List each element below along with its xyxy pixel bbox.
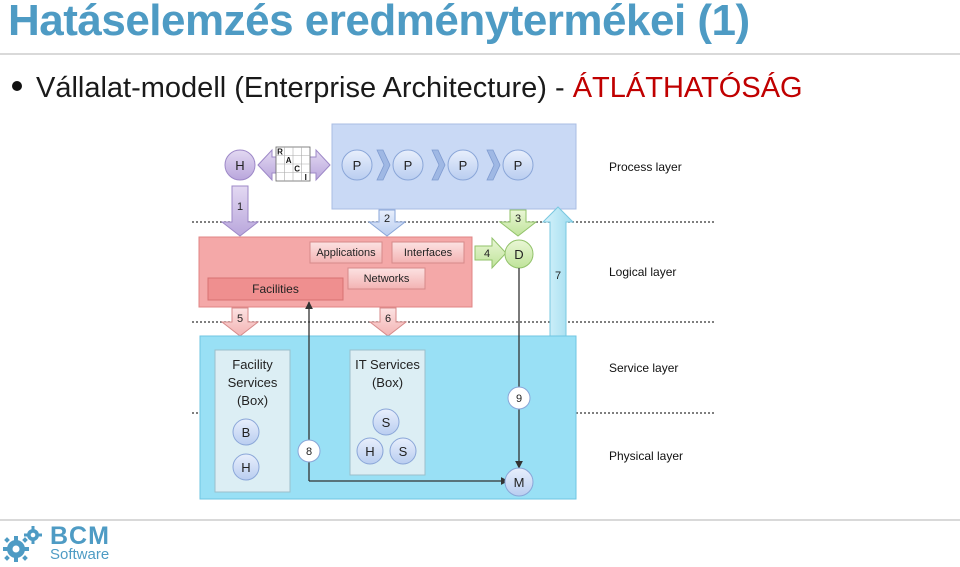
svg-text:S: S [399, 444, 408, 459]
footer-divider [0, 519, 960, 521]
process-p2-node: P [392, 149, 424, 181]
physical-layer-label: Physical layer [609, 449, 683, 463]
process-p4-node: P [502, 149, 534, 181]
svg-text:R: R [277, 148, 283, 157]
svg-text:Facility: Facility [232, 357, 273, 372]
title-divider [0, 53, 960, 55]
service-s-top-node: S [372, 408, 400, 436]
svg-text:B: B [242, 425, 251, 440]
svg-text:Networks: Networks [364, 273, 410, 285]
svg-text:P: P [404, 158, 413, 173]
service-m-node: M [504, 467, 534, 497]
arrow-1: 1 [220, 185, 260, 237]
arrow-4: 4 [474, 236, 507, 270]
svg-text:C: C [294, 165, 300, 174]
svg-text:3: 3 [515, 213, 521, 225]
svg-text:A: A [286, 156, 292, 165]
arrow-7: 7 [541, 206, 575, 337]
service-s-it-node: S [389, 437, 417, 465]
svg-text:(Box): (Box) [372, 375, 403, 390]
chevron-icon [431, 149, 446, 181]
svg-text:H: H [241, 460, 250, 475]
bullet-accent-text: ÁTLÁTHATÓSÁG [572, 72, 803, 104]
arrow-6: 6 [368, 307, 408, 337]
svg-text:P: P [514, 158, 523, 173]
svg-text:Facilities: Facilities [252, 282, 299, 296]
networks-box: Networks [347, 267, 426, 290]
interfaces-box: Interfaces [391, 241, 465, 264]
process-p3-node: P [447, 149, 479, 181]
chevron-icon [376, 149, 391, 181]
logical-layer-label: Logical layer [609, 265, 676, 279]
bullet-text: Vállalat-modell (Enterprise Architecture… [36, 72, 573, 104]
svg-text:8: 8 [306, 446, 312, 458]
arrow-2: 2 [367, 209, 407, 237]
process-h-node: H [224, 149, 256, 181]
bullet-item: Vállalat-modell (Enterprise Architecture… [12, 72, 803, 105]
chevron-icon [486, 149, 501, 181]
svg-text:Services: Services [228, 375, 278, 390]
svg-text:P: P [459, 158, 468, 173]
svg-text:Interfaces: Interfaces [404, 247, 453, 259]
service-h-it-node: H [356, 437, 384, 465]
svg-text:H: H [365, 444, 374, 459]
svg-text:7: 7 [555, 270, 561, 282]
svg-text:4: 4 [484, 248, 490, 260]
arrow-5: 5 [220, 307, 260, 337]
svg-text:(Box): (Box) [237, 393, 268, 408]
svg-text:M: M [514, 475, 525, 490]
svg-text:5: 5 [237, 313, 243, 325]
svg-text:9: 9 [516, 393, 522, 405]
svg-text:P: P [353, 158, 362, 173]
process-layer-label: Process layer [609, 160, 682, 174]
gears-icon [3, 526, 42, 562]
bullet-dot-icon [12, 81, 22, 92]
svg-text:S: S [382, 415, 391, 430]
service-layer-label: Service layer [609, 361, 678, 375]
raci-double-arrow: R A C I [257, 146, 331, 182]
svg-text:H: H [235, 158, 244, 173]
svg-text:6: 6 [385, 313, 391, 325]
svg-text:2: 2 [384, 213, 390, 225]
svg-text:IT Services: IT Services [355, 357, 420, 372]
logo-subtitle: Software [50, 546, 110, 563]
raci-matrix: R A C I [275, 146, 311, 182]
facilities-box: Facilities [207, 277, 344, 301]
service-n9-node: 9 [507, 386, 531, 410]
svg-text:D: D [514, 247, 523, 262]
service-n8-node: 8 [297, 439, 321, 463]
service-b-node: B [232, 418, 260, 446]
svg-text:I: I [305, 173, 307, 182]
svg-text:1: 1 [237, 201, 243, 213]
logical-d-node: D [504, 239, 534, 269]
service-h-fac-node: H [232, 453, 260, 481]
applications-box: Applications [309, 241, 383, 264]
slide-title: Hatáselemzés eredménytermékei (1) [8, 0, 750, 45]
logo-name: BCM [50, 522, 110, 550]
svg-text:Applications: Applications [316, 247, 376, 259]
process-p1-node: P [341, 149, 373, 181]
arrow-3: 3 [498, 209, 538, 237]
